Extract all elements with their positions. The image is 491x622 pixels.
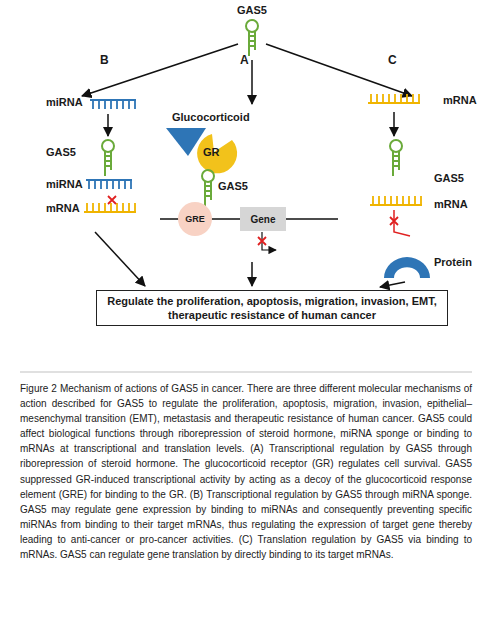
part-label: B <box>100 54 109 67</box>
merge-arrow <box>251 262 253 286</box>
block-mark <box>108 196 116 204</box>
gas5-hairpin <box>202 170 214 206</box>
node-text: GRE <box>185 213 205 225</box>
outcome-box: Regulate the proliferation, apoptosis, m… <box>96 290 448 326</box>
block-mark <box>258 237 266 245</box>
part-label: GAS5 <box>434 172 464 185</box>
step-arrow <box>393 112 395 136</box>
step-arrow <box>107 114 109 136</box>
transcription-arrow <box>262 232 276 250</box>
part-label: GAS5 <box>218 180 248 193</box>
gre-circle: GRE <box>178 202 212 236</box>
mrna-strand <box>368 94 420 103</box>
mirna-strand <box>86 180 132 189</box>
protein-shape <box>384 257 430 278</box>
mrna-strand <box>370 196 422 205</box>
gas5-hairpin <box>102 140 114 176</box>
branch-arrow <box>251 60 253 104</box>
gr-receptor <box>197 134 237 173</box>
rule-line <box>20 372 472 373</box>
branch-arrow <box>82 44 238 96</box>
part-label: mRNA <box>46 202 80 215</box>
gas5-hairpin <box>246 20 258 56</box>
part-label: GAS5 <box>46 146 76 159</box>
part-label: mRNA <box>434 198 468 211</box>
part-label: GR <box>203 146 220 159</box>
gene-box: Gene <box>240 207 286 231</box>
figure-caption: Figure 2 Mechanism of actions of GAS5 in… <box>20 381 472 562</box>
part-label: Protein <box>434 256 472 269</box>
part-label: miRNA <box>46 178 83 191</box>
branch-arrow <box>266 44 412 96</box>
mrna-strand <box>84 203 136 212</box>
node-text: Regulate the proliferation, apoptosis, m… <box>105 294 439 322</box>
part-label: mRNA <box>443 94 477 107</box>
part-label: miRNA <box>46 96 83 109</box>
merge-arrow <box>380 282 405 287</box>
part-label: Glucocorticoid <box>172 111 250 124</box>
merge-arrow <box>95 232 145 286</box>
block-mark <box>390 217 398 225</box>
node-text: Gene <box>250 213 275 226</box>
part-label: A <box>240 54 249 67</box>
part-label: GAS5 <box>237 4 267 17</box>
part-label: C <box>388 54 397 67</box>
gas5-hairpin <box>390 140 402 176</box>
mirna-strand <box>90 100 136 109</box>
